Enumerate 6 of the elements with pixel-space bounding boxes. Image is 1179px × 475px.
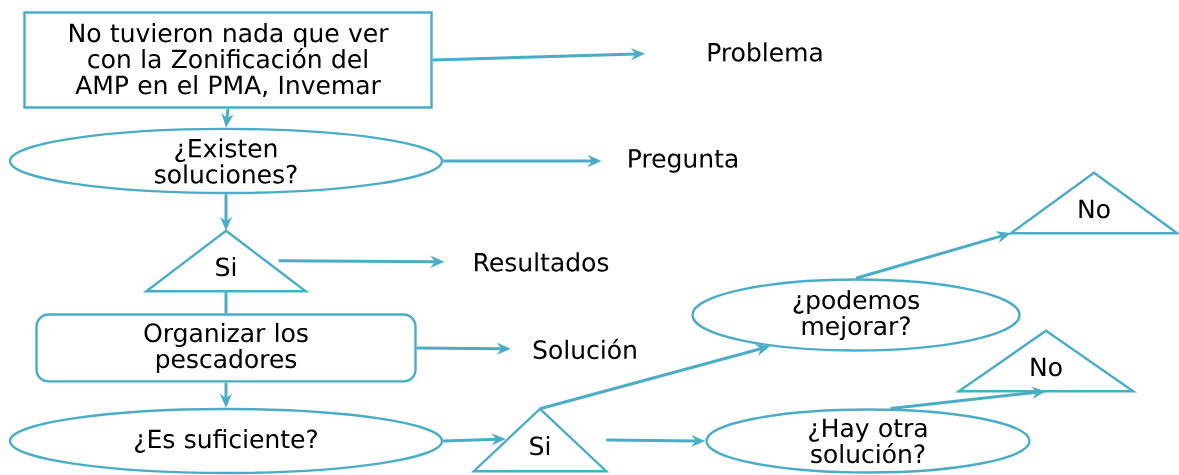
step-label: Problema <box>708 42 822 62</box>
step-label: Resultados <box>475 252 609 272</box>
process-box: No tuvieron nada que ver con la Zonificación del AMP en el PMA, Invemar <box>23 11 433 109</box>
process-box: Organizar los pescadores <box>35 313 417 383</box>
step-label: Pregunta <box>629 149 737 173</box>
step-label: Solución <box>533 338 636 360</box>
